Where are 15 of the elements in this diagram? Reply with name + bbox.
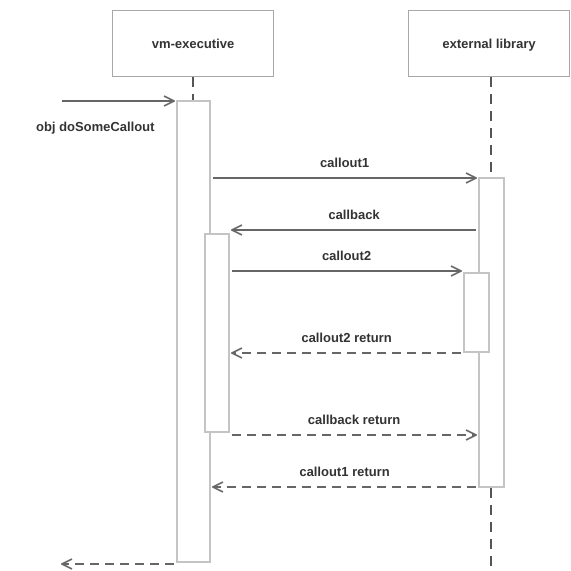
activation-bar: [463, 272, 490, 353]
arrow: [232, 265, 462, 277]
arrow: [61, 558, 174, 570]
participant-box: external library: [408, 10, 570, 77]
arrow: [62, 95, 175, 107]
activation-bar: [176, 100, 211, 563]
arrow: [231, 347, 461, 359]
arrow: [231, 224, 476, 236]
arrow: [212, 481, 476, 493]
arrow: [213, 172, 477, 184]
participant-box: vm-executive: [112, 10, 274, 77]
lifeline: [192, 77, 194, 100]
arrow: [232, 429, 477, 441]
message-label: obj doSomeCallout: [36, 118, 154, 136]
activation-bar: [204, 233, 230, 433]
